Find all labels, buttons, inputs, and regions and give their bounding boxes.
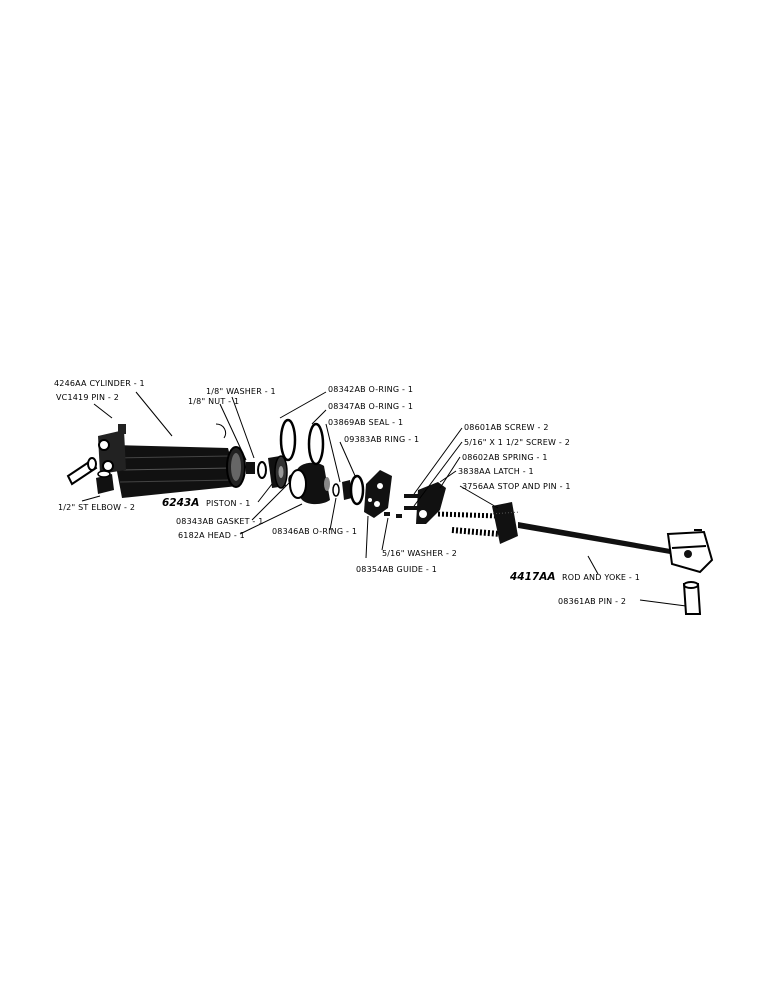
- label-oring-347: 08347AB O-RING - 1: [328, 402, 413, 411]
- oring-342-part: [279, 418, 297, 462]
- label-stop: 3756AA STOP AND PIN - 1: [462, 482, 571, 491]
- label-screw-516: 5/16" X 1 1/2" SCREW - 2: [464, 438, 570, 447]
- label-rod-name: ROD AND YOKE - 1: [562, 573, 640, 582]
- label-rod-number: 4417AA: [509, 571, 555, 583]
- label-guide: 08354AB GUIDE - 1: [356, 565, 437, 574]
- label-washer-516: 5/16" WASHER - 2: [382, 549, 457, 558]
- oring-347-part: [307, 422, 325, 466]
- spring-part: [437, 511, 501, 537]
- label-head: 6182A HEAD - 1: [178, 531, 245, 540]
- label-spring: 08602AB SPRING - 1: [462, 453, 548, 462]
- label-gasket: 08343AB GASKET - 1: [176, 517, 264, 526]
- label-oring-342: 08342AB O-RING - 1: [328, 385, 413, 394]
- seal-part: [342, 480, 352, 500]
- nut-part: [246, 462, 255, 474]
- label-pin-vc1419: VC1419 PIN - 2: [56, 393, 119, 402]
- label-latch: 3838AA LATCH - 1: [458, 467, 534, 476]
- label-screw-601: 08601AB SCREW - 2: [464, 423, 549, 432]
- piston-part: [268, 455, 288, 489]
- cylinder-part: [98, 424, 246, 498]
- guide-part: [364, 470, 392, 518]
- label-washer: 1/8" WASHER - 1: [206, 387, 276, 396]
- stop-part: [489, 502, 521, 544]
- label-piston-name: PISTON - 1: [206, 499, 251, 508]
- clevis-pin-part: [66, 457, 98, 486]
- leader-lines: [81, 391, 687, 607]
- snap-ring-part: [215, 423, 227, 439]
- label-oring-346: 08346AB O-RING - 1: [272, 527, 357, 536]
- elbow-part: [96, 470, 114, 494]
- label-nut: 1/8" NUT - 1: [188, 397, 239, 406]
- label-pin-361: 08361AB PIN - 2: [558, 597, 626, 606]
- washer-516-part: [384, 512, 402, 518]
- label-cylinder: 4246AA CYLINDER - 1: [54, 379, 145, 388]
- label-seal: 03869AB SEAL - 1: [328, 418, 403, 427]
- label-piston-number: 6243A: [162, 497, 199, 509]
- oring-346-part: [332, 483, 340, 497]
- screws-part: [404, 494, 418, 510]
- pin-361-part: [682, 581, 702, 615]
- head-part: [289, 462, 330, 505]
- label-ring: 09383AB RING - 1: [344, 435, 419, 444]
- ring-part: [349, 474, 365, 506]
- rod-part: [518, 522, 714, 574]
- latch-part: [416, 482, 446, 524]
- washer-part: [257, 461, 267, 479]
- label-elbow: 1/2" ST ELBOW - 2: [58, 503, 135, 512]
